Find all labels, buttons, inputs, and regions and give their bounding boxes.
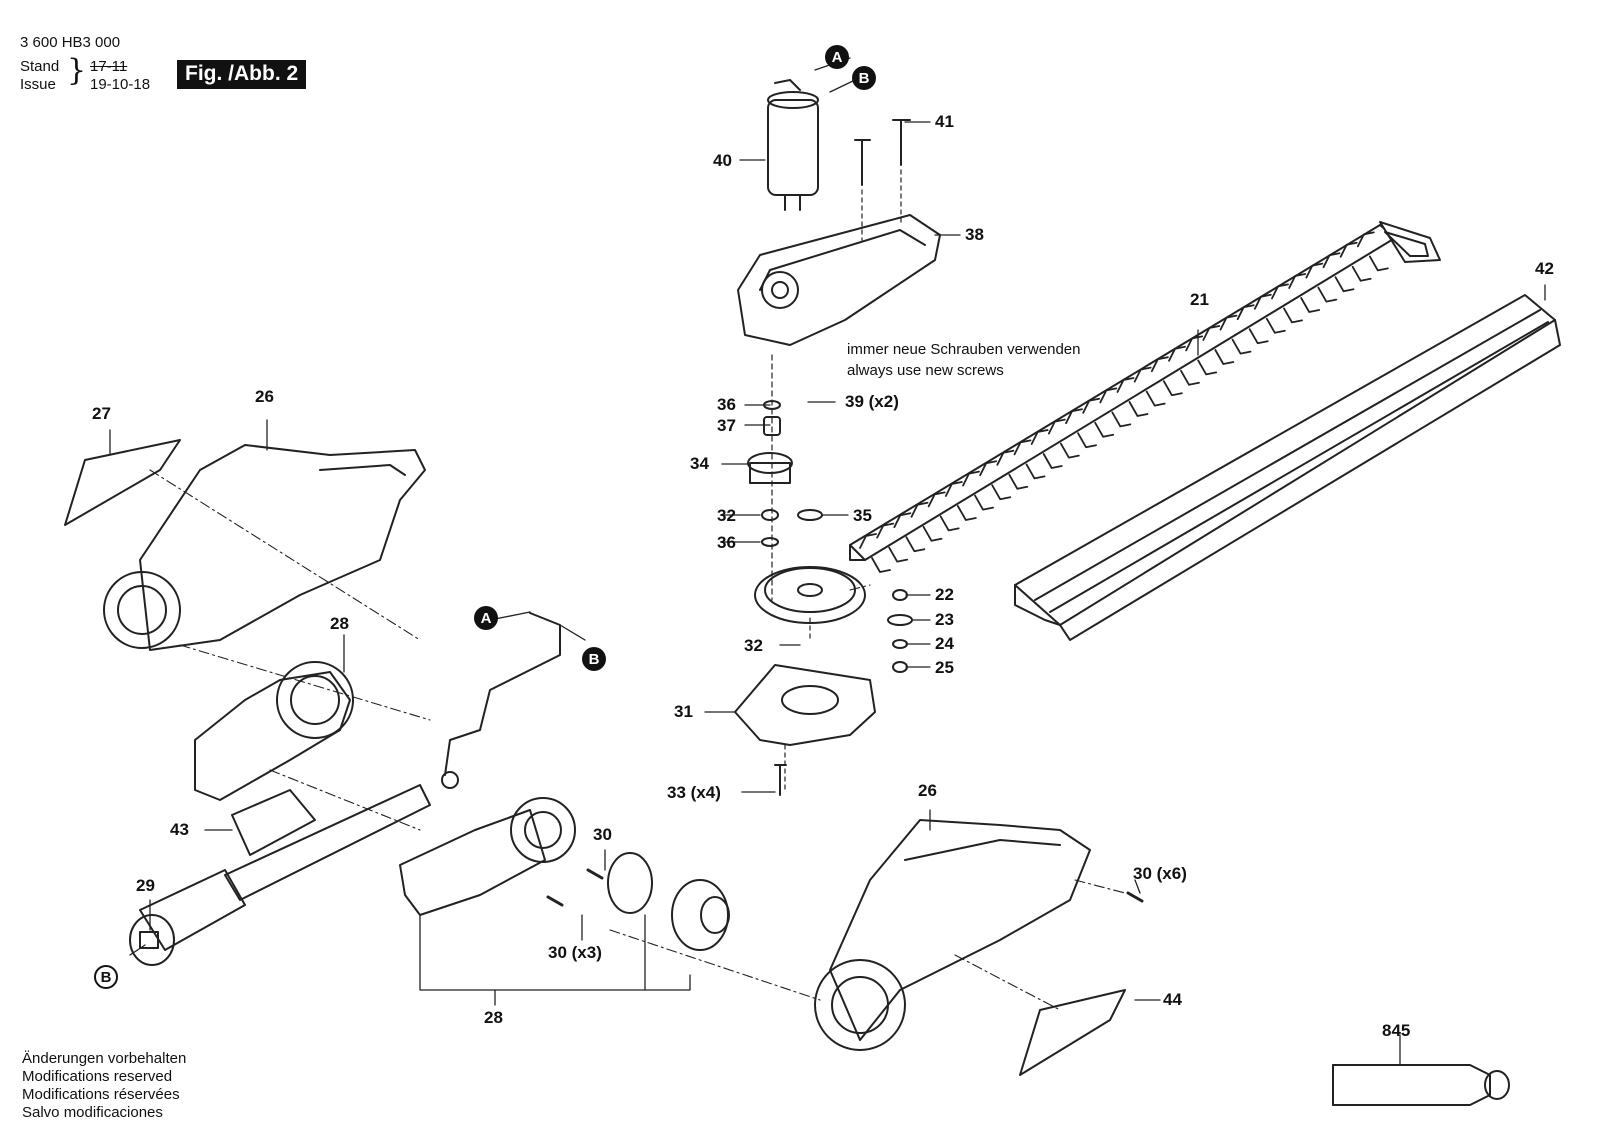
cable-drawing (444, 612, 561, 776)
part-label: 32 (717, 506, 736, 525)
part-label: 32 (744, 636, 763, 655)
footer-line: Salvo modificaciones (22, 1104, 163, 1121)
leader-lines (109, 57, 1546, 1066)
sheath-drawing (1014, 294, 1561, 641)
part-number: 3 600 HB3 000 (20, 34, 121, 51)
part-label: 27 (92, 404, 111, 423)
washers-22-25 (887, 589, 913, 673)
grease-tube-drawing (1332, 1064, 1510, 1106)
big-gear-drawing (754, 566, 866, 641)
note-de: immer neue Schrauben verwenden (847, 341, 1081, 358)
callout-a: A (474, 606, 498, 630)
old-date: 17-11 (90, 58, 128, 75)
callout-b: B (582, 647, 606, 671)
blade-drawing (849, 221, 1441, 561)
screws-41 (854, 119, 911, 241)
blade-teeth (859, 231, 1389, 573)
part-label: 30 (x6) (1133, 864, 1187, 883)
part-label: 39 (x2) (845, 392, 899, 411)
part-label: 28 (484, 1008, 503, 1027)
part-label: 29 (136, 876, 155, 895)
part-label: 26 (255, 387, 274, 406)
motor-drawing (767, 79, 819, 211)
screws-30 (546, 868, 1144, 907)
footer-line: Modifications reserved (22, 1068, 173, 1085)
part-label: 31 (674, 702, 693, 721)
part-label: 33 (x4) (667, 783, 721, 802)
film-43-drawing (231, 789, 316, 856)
part-label: 37 (717, 416, 736, 435)
part-label: 30 (593, 825, 612, 844)
base-plate-drawing (734, 664, 876, 796)
part-label: 36 (717, 533, 736, 552)
figure-label: Fig. /Abb. 2 (177, 60, 307, 89)
label-44-drawing (1019, 989, 1126, 1076)
part-label: 845 (1382, 1021, 1411, 1040)
part-label: 22 (935, 585, 954, 604)
assembly-axes (149, 469, 1126, 1011)
callout-b: B (852, 66, 876, 90)
part-label: 40 (713, 151, 732, 170)
stand-label: Stand (20, 58, 60, 75)
part-label: 21 (1190, 290, 1209, 309)
part-label: 28 (330, 614, 349, 633)
gearbox-housing-drawing (737, 214, 941, 346)
part-label: 30 (x3) (548, 943, 602, 962)
small-parts-stack (747, 354, 823, 601)
part-label: 43 (170, 820, 189, 839)
housing-26-right-drawing (814, 819, 1091, 1051)
part-label: 38 (965, 225, 984, 244)
callout-a: A (825, 45, 849, 69)
part-label: 36 (717, 395, 736, 414)
callout-b: B (94, 965, 118, 989)
part-label: 25 (935, 658, 954, 677)
issue-label: Issue (20, 76, 56, 93)
part-label: 24 (935, 634, 954, 653)
part-label: 42 (1535, 259, 1554, 278)
footer-line: Modifications réservées (22, 1086, 180, 1103)
part-label: 35 (853, 506, 872, 525)
issue-date: 19-10-18 (90, 76, 151, 93)
part-label: 23 (935, 610, 954, 629)
part-label: 41 (935, 112, 954, 131)
housing-26-left-drawing (103, 444, 426, 651)
brace-icon: } (67, 53, 87, 88)
part-label: 44 (1163, 990, 1182, 1009)
handle-tube-drawing (129, 784, 431, 966)
footer-line: Änderungen vorbehalten (22, 1050, 187, 1067)
part-label: 34 (690, 454, 709, 473)
label-27-drawing (64, 439, 181, 526)
note-en: always use new screws (847, 362, 1004, 379)
part-label: 26 (918, 781, 937, 800)
part-28-upper-drawing (194, 661, 354, 801)
nozzle-drawing (399, 797, 730, 951)
